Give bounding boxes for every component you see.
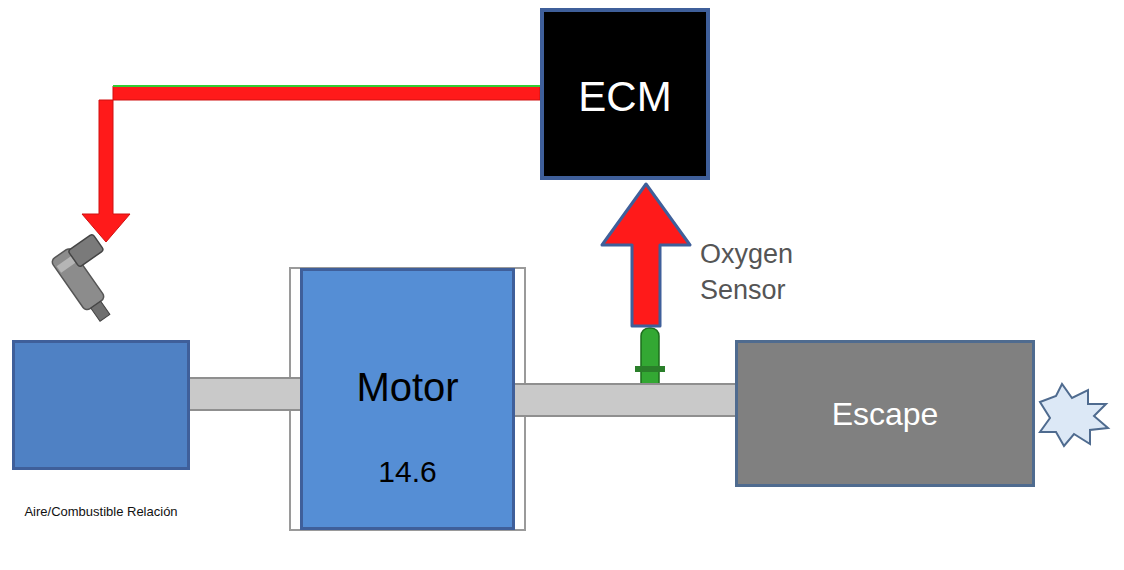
injector-connector [68,234,104,268]
node-title: Motor [356,365,458,409]
control-module: ECM [540,8,710,180]
arrow-edge [113,85,540,87]
node-title: ECM [578,74,671,120]
engine-box: Motor 14.6 [300,268,515,530]
exhaust-puff [1040,384,1108,446]
intake-box: Aire/Combustible Relación [12,340,190,470]
fuel-injector [50,232,136,325]
node-title: Escape [832,397,939,432]
control-arrow [82,86,540,242]
pipe-connector [515,400,735,401]
pipe-body [190,379,300,409]
engine-frame [290,268,525,530]
signal-arrow [602,184,690,326]
pipe-outline [515,383,735,417]
injector-tip [91,301,110,321]
sensor-nut [635,366,665,372]
pipe-body [515,385,735,415]
node-value: 14.6 [378,455,436,488]
sensor-label: Oxygen Sensor [700,236,850,308]
node-title: Aire/Combustible Relación [21,489,181,534]
pipe-outline [190,377,300,411]
pipe-connector [190,394,300,395]
exhaust-box: Escape [735,340,1035,487]
